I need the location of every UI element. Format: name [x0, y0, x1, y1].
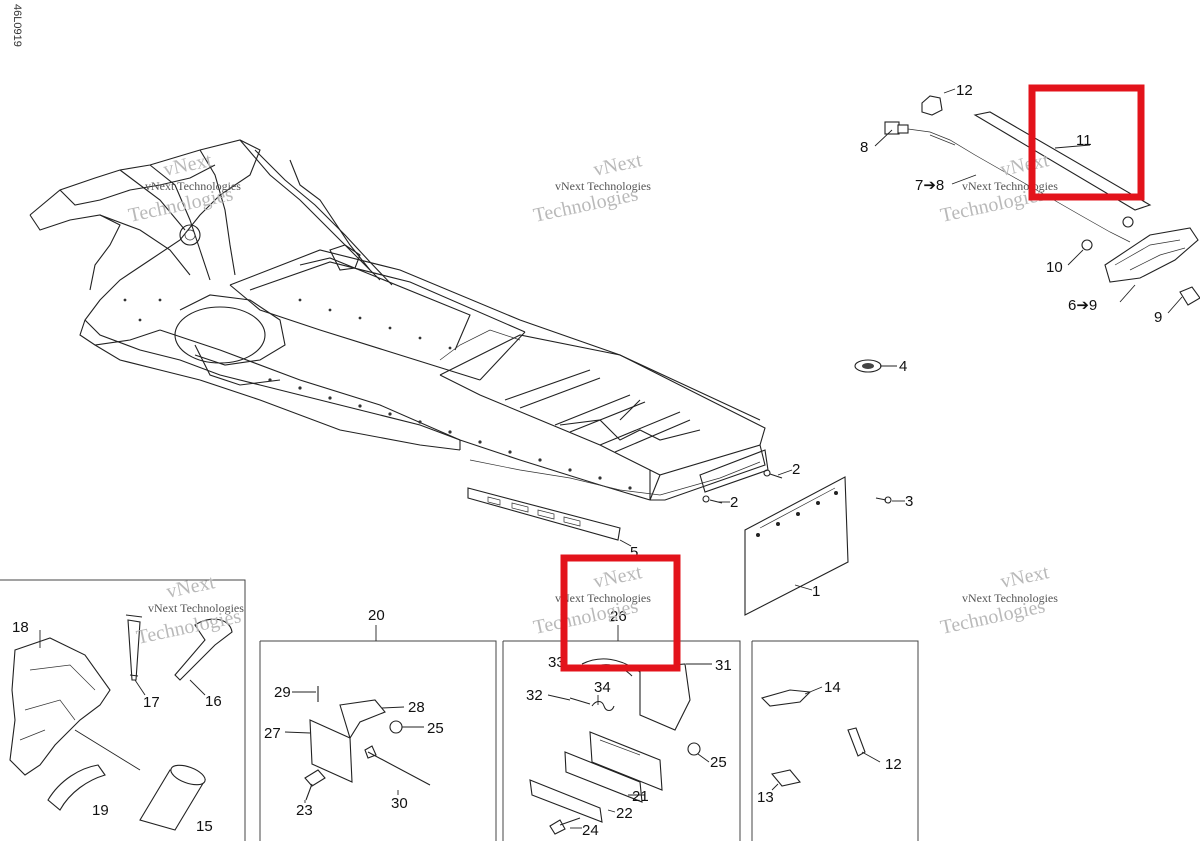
- callout-2-lower: 2: [730, 494, 738, 511]
- svg-text:vNext: vNext: [164, 571, 217, 603]
- callout-13: 13: [757, 789, 774, 806]
- callout-15: 15: [196, 818, 213, 835]
- highlight-box-part-11: [1028, 84, 1145, 201]
- callout-16: 16: [205, 693, 222, 710]
- callout-9: 9: [1154, 309, 1162, 326]
- callout-11: 11: [1076, 132, 1092, 149]
- callout-24: 24: [582, 822, 599, 839]
- callout-30: 30: [391, 795, 408, 812]
- highlight-box-part-26: [560, 554, 681, 672]
- box-right-parts: [751, 640, 919, 841]
- watermarks: vNext Technologies vNext Technologies vN…: [126, 149, 1058, 649]
- callout-12-box: 12: [885, 756, 902, 773]
- rivet-part-2: [702, 469, 783, 504]
- taillight-assembly: [884, 95, 1200, 306]
- callout-3: 3: [905, 493, 913, 510]
- watermark-1: vNext Technologies vNext Technologies: [126, 149, 241, 227]
- box-left-parts: [0, 579, 246, 841]
- box-20-parts: [259, 625, 497, 841]
- callout-12-top: 12: [956, 82, 973, 99]
- callout-23: 23: [296, 802, 313, 819]
- callout-10: 10: [1046, 259, 1063, 276]
- callout-7-to-8: 7➔8: [915, 177, 944, 194]
- callout-18: 18: [12, 619, 29, 636]
- screw-part-3: [875, 496, 892, 504]
- callout-31: 31: [715, 657, 732, 674]
- svg-text:vNext: vNext: [591, 149, 644, 181]
- callout-5: 5: [630, 544, 638, 561]
- svg-text:vNext: vNext: [998, 561, 1051, 593]
- watermark-3: vNext Technologies vNext Technologies: [938, 149, 1058, 227]
- callout-22: 22: [616, 805, 633, 822]
- callout-34: 34: [594, 679, 611, 696]
- callout-28: 28: [408, 699, 425, 716]
- callout-19: 19: [92, 802, 109, 819]
- callout-27: 27: [264, 725, 281, 742]
- snow-flap-part-1: [744, 476, 849, 616]
- svg-text:vNext: vNext: [591, 561, 644, 593]
- svg-text:vNext: vNext: [161, 149, 214, 181]
- callout-8: 8: [860, 139, 868, 156]
- svg-text:vNext Technologies: vNext Technologies: [148, 601, 244, 615]
- callout-20: 20: [368, 607, 385, 624]
- callout-6-to-9: 6➔9: [1068, 297, 1097, 314]
- leader-lines: [39, 88, 1183, 829]
- chassis-frame: [29, 139, 769, 501]
- svg-text:vNext Technologies: vNext Technologies: [555, 179, 651, 193]
- callout-2-upper: 2: [792, 461, 800, 478]
- svg-text:vNext Technologies: vNext Technologies: [555, 591, 651, 605]
- callout-29: 29: [274, 684, 291, 701]
- callout-4: 4: [899, 358, 907, 375]
- callout-26: 26: [610, 608, 627, 625]
- watermark-6: vNext Technologies vNext Technologies: [938, 561, 1058, 639]
- callout-32: 32: [526, 687, 543, 704]
- watermark-2: vNext Technologies vNext Technologies: [531, 149, 651, 227]
- svg-text:vNext Technologies: vNext Technologies: [145, 179, 241, 193]
- callout-1: 1: [812, 583, 820, 600]
- callout-14: 14: [824, 679, 841, 696]
- reflector-strip-part-5: [467, 487, 621, 541]
- watermark-4: vNext Technologies vNext Technologies: [134, 571, 244, 649]
- diagram-code: 46L0919: [11, 4, 23, 47]
- callout-21: 21: [632, 788, 649, 805]
- callout-25-box26: 25: [710, 754, 727, 771]
- watermark-5: vNext Technologies vNext Technologies: [531, 561, 651, 639]
- svg-text:vNext: vNext: [998, 149, 1051, 181]
- callout-25-box20: 25: [427, 720, 444, 737]
- box-26-parts: [502, 625, 741, 841]
- svg-text:vNext Technologies: vNext Technologies: [962, 591, 1058, 605]
- grommet-part-4: [854, 359, 882, 373]
- callout-17: 17: [143, 694, 160, 711]
